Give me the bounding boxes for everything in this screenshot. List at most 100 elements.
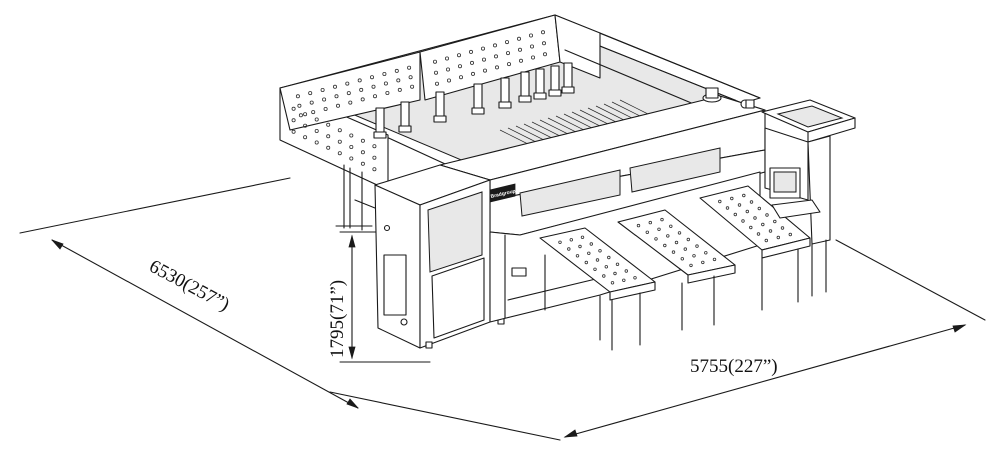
mesh-hole <box>531 55 536 60</box>
air-hole <box>753 216 757 220</box>
mesh-hole <box>493 54 498 59</box>
air-hole <box>730 196 734 201</box>
air-hole <box>788 232 792 237</box>
mesh-hole <box>397 87 402 92</box>
length-dim-line <box>51 239 359 409</box>
mesh-hole <box>541 30 546 35</box>
air-hole <box>761 222 765 227</box>
gripper-jaw <box>398 125 412 133</box>
air-hole <box>712 257 717 262</box>
console-screen-top <box>776 105 844 128</box>
air-hole <box>780 226 785 230</box>
gripper-jaw <box>373 131 387 139</box>
width-dim-line <box>564 324 966 438</box>
mesh-hole <box>345 81 350 86</box>
mesh-hole <box>323 107 328 112</box>
control-console[interactable] <box>745 99 856 297</box>
mesh-hole <box>303 112 308 117</box>
mesh-hole <box>372 144 377 149</box>
mesh-hole <box>385 91 390 96</box>
air-hole <box>695 244 699 248</box>
mesh-hole <box>542 41 547 46</box>
mesh-hole <box>337 128 342 133</box>
air-table-1[interactable] <box>539 227 656 351</box>
air-hole <box>558 240 562 244</box>
mesh-hole <box>543 52 548 57</box>
air-table-2[interactable] <box>617 209 736 331</box>
air-table-3-edge <box>761 237 811 259</box>
mesh-hole <box>337 151 342 156</box>
air-hole <box>624 269 628 273</box>
length-label: 6530(257”) <box>146 256 233 316</box>
mesh-hole <box>349 144 354 149</box>
air-hole <box>764 238 768 243</box>
mesh-hole <box>372 94 377 99</box>
mesh-hole <box>408 75 413 80</box>
gripper-jaw <box>518 95 532 103</box>
height-arrow-bottom <box>348 346 356 360</box>
gripper-jaw <box>471 107 485 115</box>
mesh-hole <box>360 97 365 102</box>
mesh-hole <box>349 156 354 161</box>
cabinet-foot-1 <box>425 341 433 349</box>
air-hole <box>692 254 696 258</box>
air-hole <box>633 276 637 280</box>
beam-window-left <box>519 169 621 217</box>
width-arrow-end <box>952 324 967 333</box>
mesh-hole <box>505 51 510 56</box>
air-hole <box>669 224 673 228</box>
height-arrow-top <box>348 234 356 248</box>
mesh-hole <box>314 128 319 133</box>
mesh-hole <box>314 140 319 145</box>
air-hole <box>589 242 593 246</box>
air-hole <box>749 225 753 230</box>
mesh-hole <box>314 117 319 122</box>
side-access-door <box>383 254 407 316</box>
right-rail <box>599 32 761 99</box>
mesh-hole <box>335 103 340 108</box>
air-hole <box>768 229 773 233</box>
cabinet-door <box>431 257 485 339</box>
cabinet-bolt <box>383 224 391 232</box>
mesh-hole <box>433 70 438 75</box>
air-hole <box>749 200 754 204</box>
length-ext-bottom <box>329 391 561 441</box>
mesh-hole <box>456 53 461 58</box>
air-hole <box>654 237 658 241</box>
mesh-hole <box>348 100 353 105</box>
mesh-hole <box>529 33 534 38</box>
back-left-mesh-panel <box>279 51 421 131</box>
air-hole <box>686 237 690 242</box>
mesh-hole <box>334 94 339 99</box>
mesh-hole <box>494 65 499 70</box>
mesh-hole <box>444 56 449 61</box>
mesh-hole <box>480 46 485 51</box>
air-hole <box>663 243 667 248</box>
keyboard[interactable] <box>771 199 821 219</box>
base-switch <box>511 267 527 277</box>
gripper-jaw <box>548 89 562 97</box>
mesh-hole <box>349 133 354 138</box>
air-hole <box>615 262 620 266</box>
air-hole <box>683 247 687 251</box>
mesh-hole <box>360 161 365 166</box>
air-hole <box>602 274 606 278</box>
air-hole <box>666 234 670 238</box>
air-table-1-edge <box>609 281 656 301</box>
air-hole <box>598 249 602 253</box>
air-hole <box>610 281 615 285</box>
air-hole <box>701 260 705 265</box>
mesh-hole <box>291 129 296 134</box>
mesh-hole <box>504 40 509 45</box>
air-table-3[interactable] <box>699 185 811 311</box>
air-hole <box>575 254 580 258</box>
gripper-row <box>373 62 575 139</box>
mesh-hole <box>369 75 374 80</box>
air-hole <box>569 238 573 242</box>
air-hole <box>604 265 608 269</box>
mesh-hole <box>326 134 331 139</box>
mesh-hole <box>360 150 365 155</box>
monitor-screen <box>773 171 797 193</box>
